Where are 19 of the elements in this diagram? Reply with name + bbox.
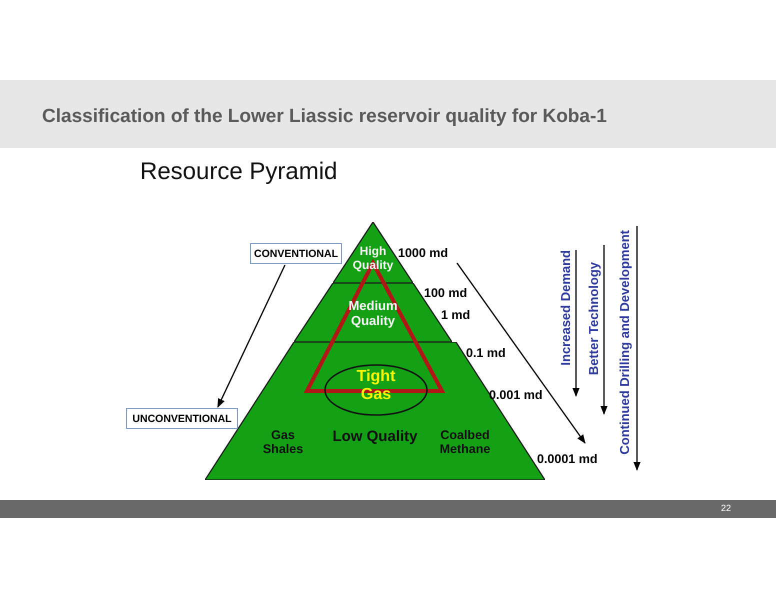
conventional-tag: CONVENTIONAL (250, 243, 342, 264)
trend-label: Increased Demand (558, 250, 573, 366)
band-label: Coalbed Methane (438, 428, 492, 457)
slide-title: Classification of the Lower Liassic reservoir quality for Koba-1 (42, 106, 607, 128)
unconventional-tag: UNCONVENTIONAL (126, 408, 238, 429)
section-heading: Resource Pyramid (140, 158, 338, 186)
band-label: Gas Shales (262, 428, 304, 457)
trend-label: Better Technology (586, 262, 601, 376)
band-label: Low Quality (331, 428, 418, 446)
permeability-label: 0.0001 md (537, 452, 598, 466)
permeability-label: 0.1 md (466, 346, 506, 360)
tight-gas-ellipse (324, 364, 428, 416)
permeability-label: 0.001 md (489, 388, 543, 402)
permeability-label: 100 md (424, 286, 468, 300)
arrow (217, 264, 286, 408)
page-number: 22 (721, 503, 732, 513)
permeability-label: 1000 md (398, 246, 448, 260)
trend-label: Continued Drilling and Development (617, 230, 632, 455)
permeability-label: 1 md (441, 308, 470, 322)
